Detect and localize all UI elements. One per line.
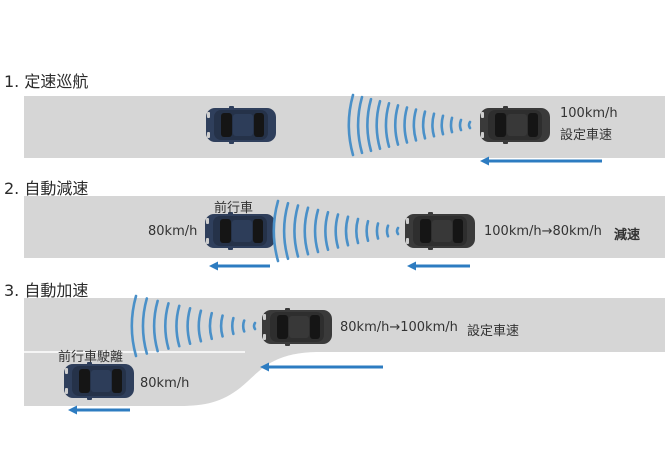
front-car-icon-2 (205, 212, 275, 250)
road-lane-2 (24, 196, 665, 258)
front-speed-label-2: 80km/h (148, 224, 198, 239)
arrow-left-icon-2b (407, 261, 470, 271)
side-car-icon-3 (64, 362, 134, 400)
arrow-left-icon-2a (209, 261, 270, 271)
radar-wave-icon-2 (272, 199, 400, 263)
rear-desc-label-2: 減速 (614, 228, 641, 243)
rear-speed-label-1: 100km/h (560, 106, 618, 121)
section-1-heading: 1. 定速巡航 (4, 72, 89, 91)
front-car-tag-2: 前行車 (214, 201, 254, 216)
main-desc-label-3: 設定車速 (467, 324, 520, 339)
section-3-heading: 3. 自動加速 (4, 281, 89, 300)
front-car-icon-1 (206, 106, 276, 144)
main-car-icon-3 (262, 308, 332, 346)
arrow-left-icon-1 (480, 156, 602, 166)
rear-car-icon-2 (405, 212, 475, 250)
arrow-left-icon-3a (260, 362, 383, 372)
arrow-left-icon-3b (68, 405, 130, 415)
rear-desc-label-1: 設定車速 (560, 128, 613, 143)
section-2-heading: 2. 自動減速 (4, 179, 89, 198)
side-speed-label-3: 80km/h (140, 376, 190, 391)
rear-car-icon-1 (480, 106, 550, 144)
road-lane-1 (24, 96, 665, 158)
side-car-tag-3: 前行車駛離 (58, 350, 124, 365)
radar-wave-icon-3 (130, 294, 257, 358)
main-speed-label-3: 80km/h→100km/h (340, 320, 458, 335)
radar-wave-icon-1 (347, 93, 472, 157)
rear-speed-label-2: 100km/h→80km/h (484, 224, 602, 239)
